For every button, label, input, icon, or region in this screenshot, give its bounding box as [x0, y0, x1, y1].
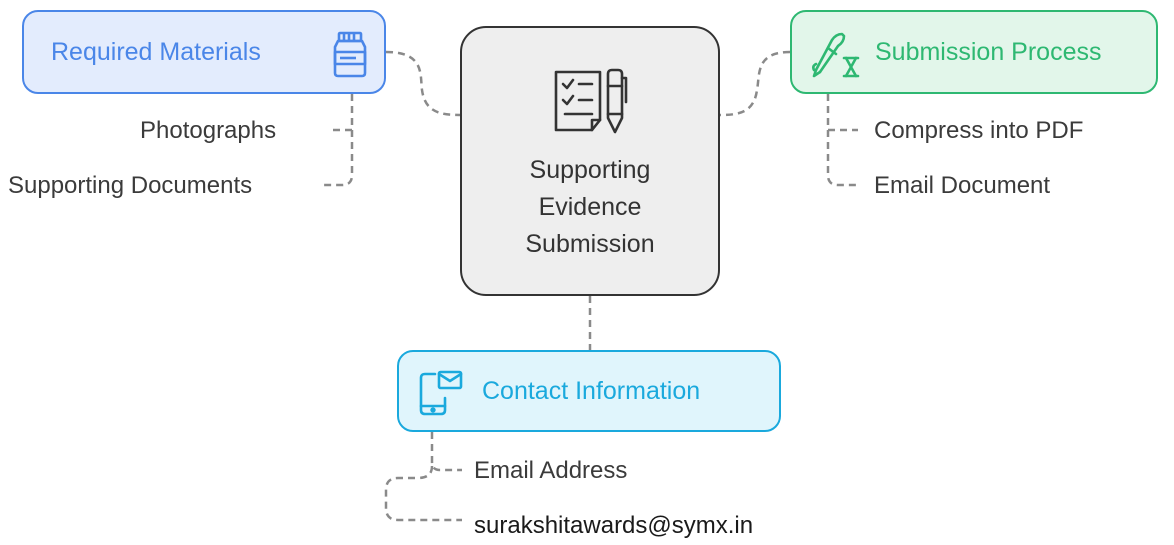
connector-required-to-center	[385, 50, 461, 117]
required-materials-title: Required Materials	[51, 38, 261, 66]
jar-icon	[330, 30, 370, 83]
center-title-line-2: Evidence	[538, 193, 642, 221]
submission-process-box: Submission Process	[790, 10, 1158, 94]
center-title-line-1: Supporting	[529, 156, 651, 184]
item-supporting-documents: Supporting Documents	[8, 172, 253, 199]
contact-information-box: Contact Information	[397, 350, 781, 432]
connector-submission-to-center	[719, 50, 791, 117]
connector-email-document	[826, 94, 858, 187]
submission-process-title: Submission Process	[875, 38, 1102, 66]
connector-supporting-documents	[322, 94, 354, 187]
item-compress-into-pdf: Compress into PDF	[874, 117, 1084, 144]
center-box: Supporting Evidence Submission	[460, 26, 720, 296]
connector-email-value	[384, 465, 462, 522]
center-title-line-3: Submission	[525, 230, 655, 258]
connector-email-address	[430, 432, 462, 472]
checklist-pen-icon	[552, 68, 632, 141]
item-email-document: Email Document	[874, 172, 1051, 199]
item-photographs: Photographs	[140, 117, 277, 144]
item-email-value: surakshitawards@symx.in	[474, 512, 754, 539]
phone-mail-icon	[419, 368, 463, 421]
item-email-address: Email Address	[474, 457, 628, 484]
required-materials-box: Required Materials	[22, 10, 386, 94]
contact-information-title: Contact Information	[482, 377, 701, 405]
pen-hourglass-icon	[810, 30, 862, 83]
